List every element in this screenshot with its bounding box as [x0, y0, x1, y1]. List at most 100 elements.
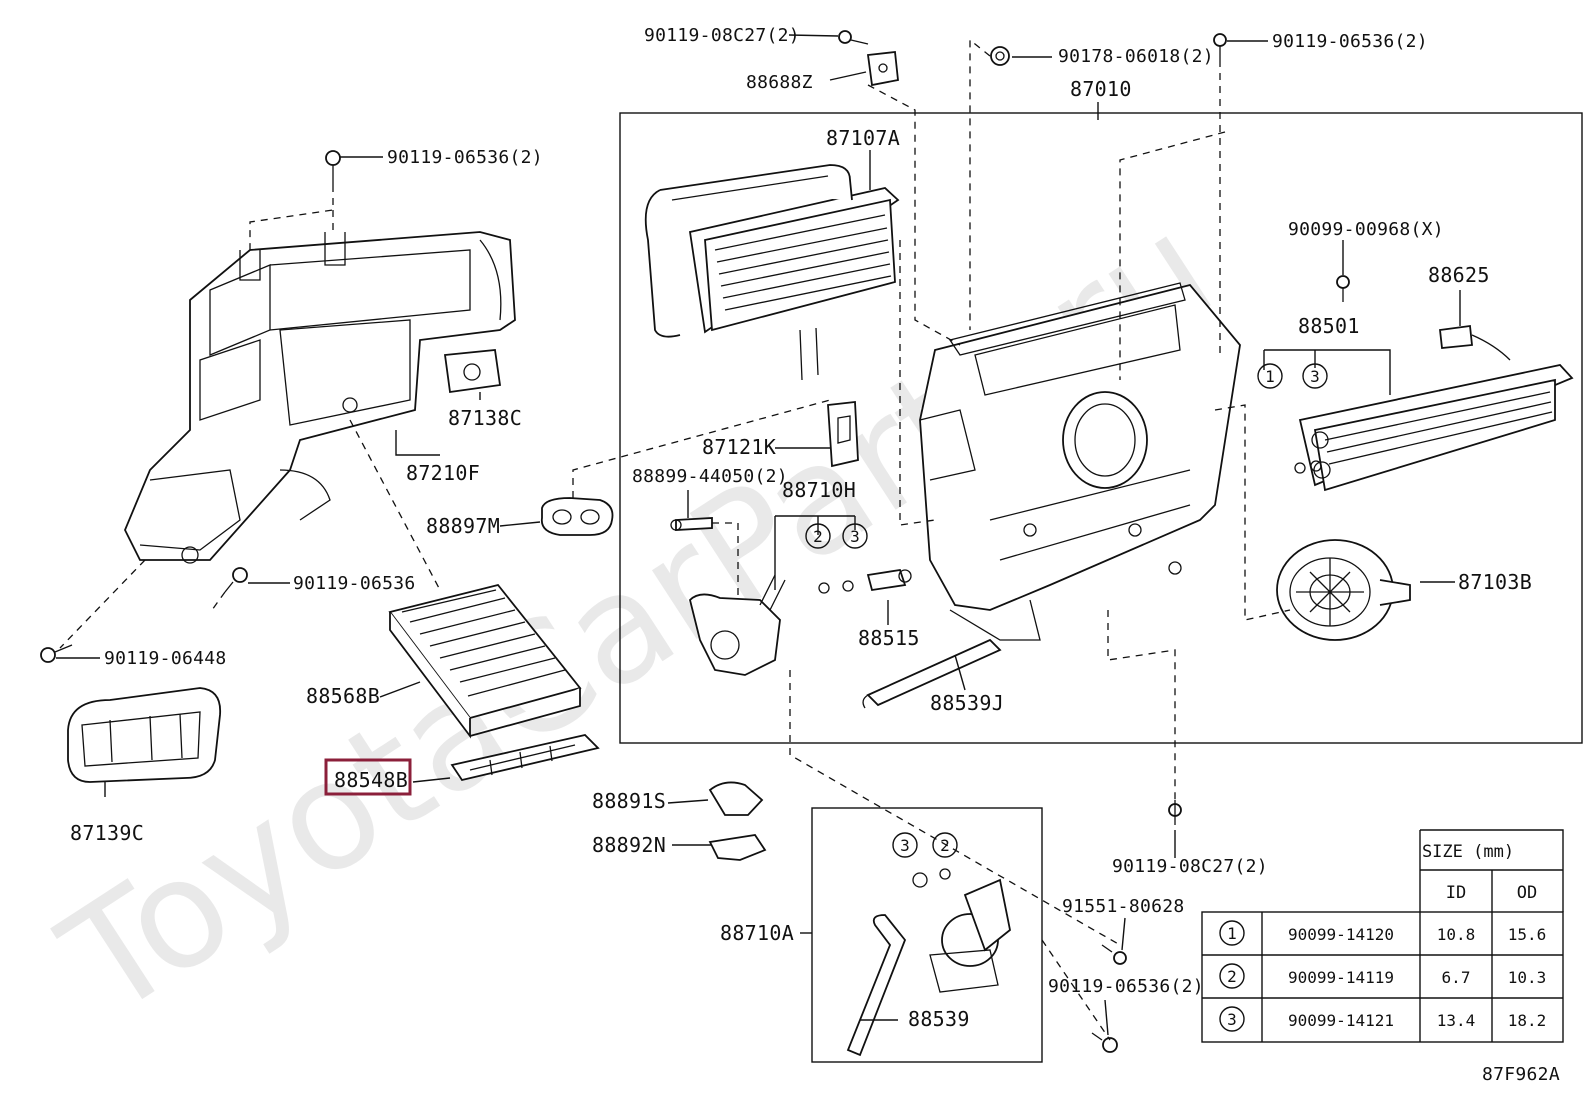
label-88501[interactable]: 88501	[1298, 314, 1360, 338]
pipe-88539[interactable]	[846, 914, 907, 1057]
nut-90178[interactable]	[990, 46, 1010, 66]
clip-88891s[interactable]	[708, 781, 764, 816]
bracket-87121k[interactable]	[827, 401, 859, 468]
label-90099-00968[interactable]: 90099-00968(X)	[1288, 219, 1444, 240]
label-87107a[interactable]: 87107A	[826, 126, 900, 150]
hose-88539j[interactable]	[862, 638, 1002, 709]
clip-88892n[interactable]	[708, 834, 767, 861]
dashed-lines	[59, 38, 1291, 1041]
o-ring-small-b	[939, 868, 951, 880]
table-header-od: OD	[1517, 883, 1537, 903]
label-90119-06536-mid[interactable]: 90119-06536	[293, 573, 416, 594]
bolt-left-low[interactable]	[40, 644, 73, 663]
table-row-part: 90099-14120	[1288, 925, 1394, 944]
label-87210f[interactable]: 87210F	[406, 461, 480, 485]
table-row-od: 15.6	[1508, 925, 1547, 944]
table-row-od: 10.3	[1508, 968, 1547, 987]
intake-unit-87210f[interactable]	[124, 231, 516, 564]
table-row: 3 90099-14121 13.4 18.2	[1219, 1006, 1547, 1032]
leader-lines	[56, 34, 1461, 1036]
bolt-88899[interactable]	[670, 517, 713, 531]
expansion-valve-88710h[interactable]	[689, 574, 786, 676]
label-88710h[interactable]: 88710H	[782, 478, 856, 502]
label-87103b[interactable]: 87103B	[1458, 570, 1532, 594]
label-90178-06018[interactable]: 90178-06018(2)	[1058, 46, 1214, 67]
mark-3c: 3	[900, 836, 910, 855]
assembly-frame-87010	[619, 112, 1583, 744]
assembly-frame-88710a	[811, 807, 1043, 1063]
label-87139c[interactable]: 87139C	[70, 821, 144, 845]
label-88515[interactable]: 88515	[858, 626, 920, 650]
filter-cover-88548b[interactable]	[450, 734, 600, 782]
label-88891s[interactable]: 88891S	[592, 789, 666, 813]
bolt-top-center[interactable]	[838, 30, 869, 45]
table-row-mark: 3	[1227, 1010, 1237, 1029]
blower-motor-87103b[interactable]	[1276, 539, 1411, 641]
label-88625[interactable]: 88625	[1428, 263, 1490, 287]
bracket-88688z[interactable]	[866, 51, 899, 87]
evaporator-87107a[interactable]	[644, 164, 900, 381]
o-ring-d	[842, 580, 854, 592]
table-row-id: 6.7	[1442, 968, 1471, 987]
o-ring-c	[818, 582, 830, 594]
label-88710a[interactable]: 88710A	[720, 921, 794, 945]
mark-3b: 3	[850, 527, 860, 546]
label-90119-06536-top-left[interactable]: 90119-06536(2)	[387, 147, 543, 168]
mark-2b: 2	[940, 836, 950, 855]
label-88899-44050[interactable]: 88899-44050(2)	[632, 466, 788, 487]
sensor-88515[interactable]	[866, 568, 912, 592]
sensor-88625[interactable]	[1439, 324, 1511, 361]
label-88688z[interactable]: 88688Z	[746, 72, 813, 93]
o-ring-e	[1294, 462, 1306, 474]
table-row-od: 18.2	[1508, 1011, 1547, 1030]
bolt-left-mid[interactable]	[224, 567, 248, 593]
table-row: 1 90099-14120 10.8 15.6	[1219, 920, 1547, 946]
table-row-id: 10.8	[1437, 925, 1476, 944]
label-90119-06536-top-right[interactable]: 90119-06536(2)	[1272, 31, 1428, 52]
label-88892n[interactable]: 88892N	[592, 833, 666, 857]
label-87138c[interactable]: 87138C	[448, 406, 522, 430]
filter-88568b[interactable]	[388, 583, 582, 739]
label-90119-06536-bottom[interactable]: 90119-06536(2)	[1048, 976, 1204, 997]
label-90119-06448[interactable]: 90119-06448	[104, 648, 227, 669]
table-header-size: SIZE (mm)	[1422, 842, 1514, 862]
mark-2a: 2	[813, 527, 823, 546]
size-table: SIZE (mm) ID OD 1 90099-14120 10.8 15.6 …	[1201, 829, 1564, 1043]
o-ring-small-a	[912, 872, 928, 888]
mark-1a: 1	[1265, 367, 1275, 386]
bolt-91551[interactable]	[1101, 944, 1127, 965]
label-88539[interactable]: 88539	[908, 1007, 970, 1031]
label-88539j[interactable]: 88539J	[930, 691, 1004, 715]
table-row-part: 90099-14119	[1288, 968, 1394, 987]
bolt-bottom-center[interactable]	[1168, 800, 1182, 825]
label-87010[interactable]: 87010	[1070, 77, 1132, 101]
label-88897m[interactable]: 88897M	[426, 514, 500, 538]
bolt-90119-bottom[interactable]	[1091, 1032, 1118, 1053]
mark-3a: 3	[1310, 367, 1320, 386]
heater-case[interactable]	[919, 282, 1241, 641]
diagram-code: 87F962A	[1482, 1064, 1560, 1085]
label-88548b[interactable]: 88548B	[334, 768, 408, 792]
seal-88897m[interactable]	[540, 497, 614, 536]
table-row-mark: 1	[1227, 924, 1237, 943]
label-90119-08c27-bottom[interactable]: 90119-08C27(2)	[1112, 856, 1268, 877]
table-row-part: 90099-14121	[1288, 1011, 1394, 1030]
highlight-box-88548b	[324, 758, 412, 796]
cover-87139c[interactable]	[67, 687, 222, 783]
mount-87138c[interactable]	[443, 349, 502, 394]
screw-90099-00968[interactable]	[1336, 275, 1350, 302]
table-row-id: 13.4	[1437, 1011, 1476, 1030]
label-87121k[interactable]: 87121K	[702, 435, 776, 459]
label-88568b[interactable]: 88568B	[306, 684, 380, 708]
label-91551-80628[interactable]: 91551-80628	[1062, 896, 1185, 917]
o-ring-f	[1310, 460, 1322, 472]
part-labels: 90119-08C27(2) 88688Z 90178-06018(2) 901…	[70, 25, 1532, 1031]
label-90119-08c27-top[interactable]: 90119-08C27(2)	[644, 25, 800, 46]
table-header-id: ID	[1446, 883, 1466, 903]
bolt-top-right[interactable]	[1213, 33, 1227, 60]
table-row-mark: 2	[1227, 967, 1237, 986]
expansion-valve-88710a[interactable]	[929, 878, 1011, 993]
heater-core-88501[interactable]	[1298, 364, 1574, 492]
bolt-top-left[interactable]	[325, 150, 341, 185]
